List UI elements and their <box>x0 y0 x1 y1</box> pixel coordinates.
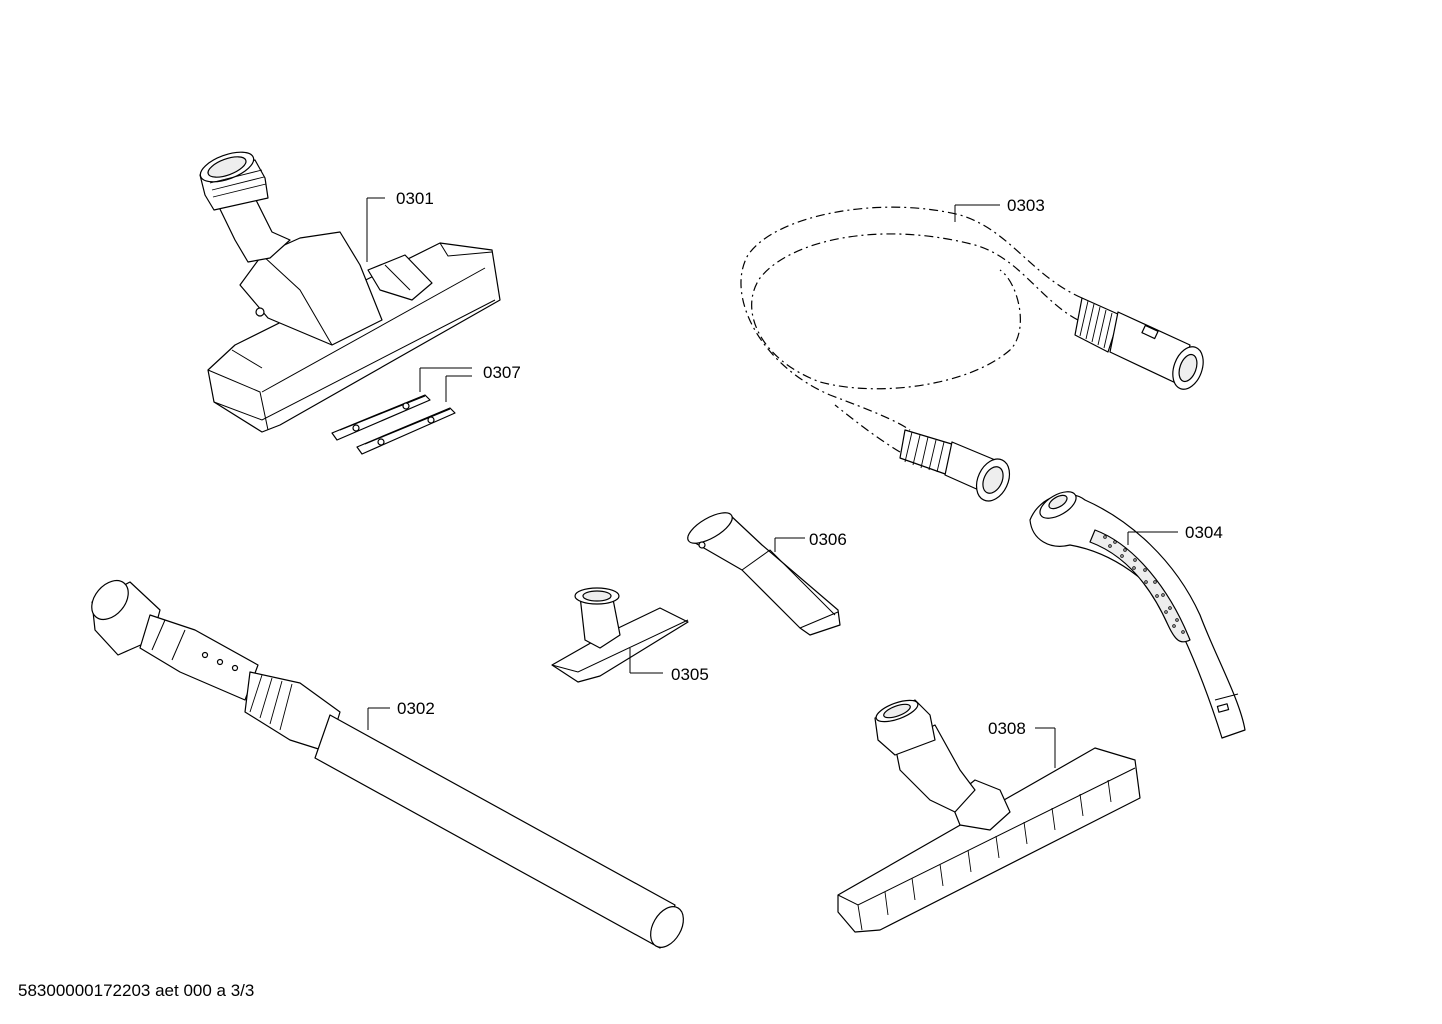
hose-0303 <box>740 204 1204 502</box>
part-label-0302: 0302 <box>397 699 435 718</box>
floor-nozzle-0301 <box>199 151 501 433</box>
telescopic-tube-0302 <box>91 579 684 949</box>
document-footer: 58300000172203 aet 000 a 3/3 <box>18 981 255 1000</box>
part-label-0304: 0304 <box>1185 523 1223 542</box>
part-label-0308: 0308 <box>988 719 1026 738</box>
part-label-0303: 0303 <box>1007 196 1045 215</box>
handle-0304 <box>1029 491 1246 739</box>
strips-0307 <box>331 367 472 455</box>
parquet-nozzle-0308 <box>837 699 1141 933</box>
part-label-0305: 0305 <box>671 665 709 684</box>
crevice-tool-0306 <box>687 512 841 636</box>
part-label-0306: 0306 <box>809 530 847 549</box>
part-label-0307: 0307 <box>483 363 521 382</box>
upholstery-tool-0305 <box>551 587 689 683</box>
part-label-0301: 0301 <box>396 189 434 208</box>
